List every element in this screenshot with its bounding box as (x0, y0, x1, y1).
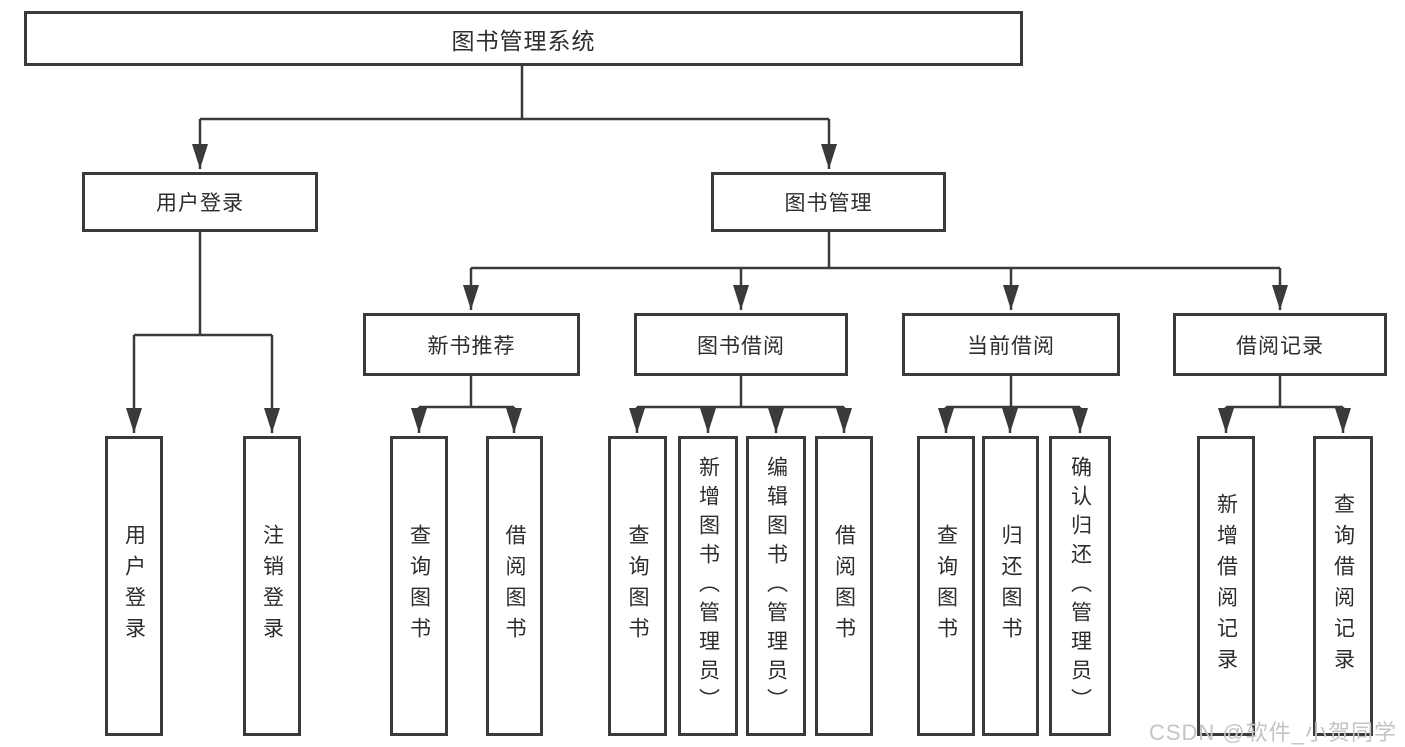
leaf-add-books-admin: 新增图书（管理员） (678, 436, 738, 736)
node-library-management-system: 图书管理系统 (24, 11, 1023, 66)
node-borrowing-records: 借阅记录 (1173, 313, 1387, 376)
node-label: 编辑图书（管理员） (764, 455, 788, 717)
node-label: 图书管理 (784, 192, 873, 215)
node-label: 图书借阅 (697, 334, 785, 358)
node-label: 归还图书 (999, 524, 1022, 648)
node-label: 查询图书 (407, 524, 431, 648)
leaf-query-books-recommend: 查询图书 (390, 436, 448, 736)
node-label: 新书推荐 (427, 334, 516, 358)
node-label: 借阅图书 (503, 524, 526, 648)
node-label: 借阅图书 (832, 524, 856, 648)
node-label: 查询图书 (626, 524, 649, 648)
node-label: 注销登录 (260, 524, 284, 648)
node-label: 新增借阅记录 (1214, 493, 1238, 679)
node-label: 查询图书 (934, 524, 958, 648)
leaf-confirm-return-admin: 确认归还（管理员） (1049, 436, 1111, 736)
node-current-borrowing: 当前借阅 (902, 313, 1120, 376)
node-label: 新增图书（管理员） (696, 455, 720, 717)
leaf-query-borrow-record: 查询借阅记录 (1313, 436, 1373, 736)
node-book-management: 图书管理 (711, 172, 946, 232)
node-label: 用户登录 (156, 192, 244, 215)
leaf-logout: 注销登录 (243, 436, 301, 736)
leaf-query-books-borrowing: 查询图书 (608, 436, 667, 736)
node-label: 借阅记录 (1236, 334, 1324, 358)
node-label: 图书管理系统 (451, 27, 596, 54)
node-user-login: 用户登录 (82, 172, 318, 232)
leaf-add-borrow-record: 新增借阅记录 (1197, 436, 1255, 736)
csdn-watermark: CSDN @软件_小贺同学 (1148, 720, 1397, 745)
node-label: 当前借阅 (967, 334, 1055, 358)
leaf-return-books: 归还图书 (982, 436, 1039, 736)
leaf-borrow-books-borrowing: 借阅图书 (815, 436, 873, 736)
node-new-book-recommend: 新书推荐 (363, 313, 580, 376)
node-label: 用户登录 (122, 524, 146, 648)
node-label: 查询借阅记录 (1331, 493, 1355, 679)
node-label: 确认归还（管理员） (1068, 455, 1092, 717)
leaf-query-books-current: 查询图书 (917, 436, 975, 736)
leaf-borrow-books-recommend: 借阅图书 (486, 436, 543, 736)
node-book-borrowing: 图书借阅 (634, 313, 848, 376)
leaf-edit-books-admin: 编辑图书（管理员） (746, 436, 806, 736)
leaf-user-login: 用户登录 (105, 436, 163, 736)
